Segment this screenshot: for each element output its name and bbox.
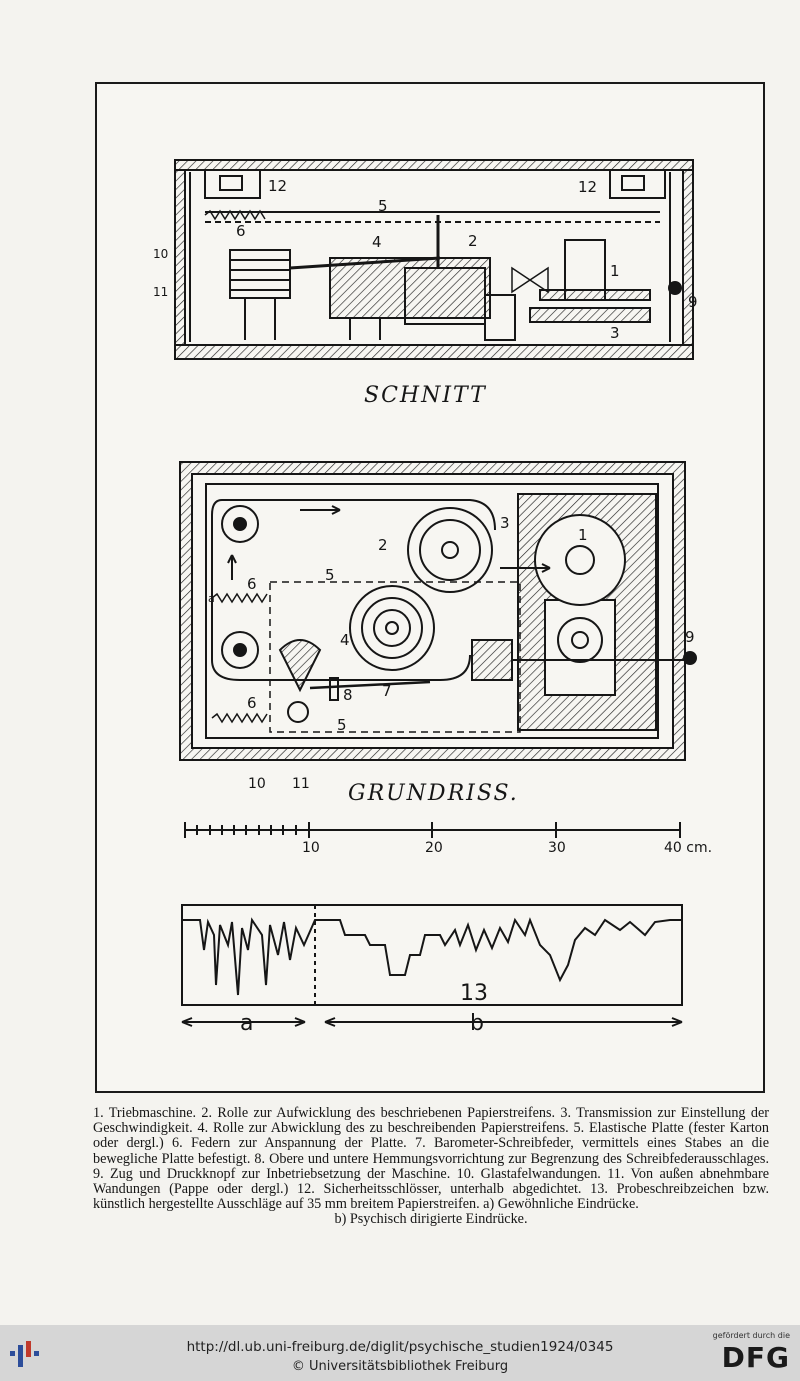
label-10-section: 10 xyxy=(153,247,168,261)
label-a-spring: a xyxy=(208,592,215,605)
label-3-section: 3 xyxy=(610,324,620,342)
label-11-plan: 11 xyxy=(292,776,310,792)
label-6-plan-bottom: 6 xyxy=(247,694,257,712)
copyright-text: © Universitätsbibliothek Freiburg xyxy=(291,1359,509,1374)
library-logo-icon xyxy=(10,1341,39,1367)
dfg-logo: DFG xyxy=(721,1341,790,1374)
funding-text: gefördert durch die xyxy=(712,1331,790,1340)
label-5-plan-bottom: 5 xyxy=(337,716,347,734)
plan-title: GRUNDRISS. xyxy=(348,781,519,806)
label-4-section: 4 xyxy=(372,233,382,251)
label-1-plan: 1 xyxy=(578,526,588,544)
label-1-section: 1 xyxy=(610,262,620,280)
label-7-plan: 7 xyxy=(382,682,392,700)
source-url-link[interactable]: http://dl.ub.uni-freiburg.de/diglit/psyc… xyxy=(186,1339,614,1355)
label-2-section: 2 xyxy=(468,232,478,250)
label-5-section: 5 xyxy=(378,197,388,215)
figure-caption: 1. Triebmaschine. 2. Rolle zur Aufwicklu… xyxy=(93,1105,769,1228)
caption-text: 1. Triebmaschine. 2. Rolle zur Aufwicklu… xyxy=(93,1105,769,1213)
scale-20: 20 xyxy=(425,840,443,856)
scale-10: 10 xyxy=(302,840,320,856)
plan-view xyxy=(179,461,697,761)
label-6-plan-top: 6 xyxy=(247,575,257,593)
label-12-left: 12 xyxy=(268,177,287,195)
label-4-plan: 4 xyxy=(340,631,350,649)
caption-last-line: b) Psychisch dirigierte Eindrücke. xyxy=(334,1211,528,1228)
footer-bar: http://dl.ub.uni-freiburg.de/diglit/psyc… xyxy=(0,1325,800,1381)
section-title: SCHNITT xyxy=(364,383,487,408)
scale-30: 30 xyxy=(548,840,566,856)
label-a-sample: a xyxy=(240,1011,253,1036)
sample-strip xyxy=(181,904,683,1027)
label-9-plan: 9 xyxy=(685,628,695,646)
label-2-plan: 2 xyxy=(378,536,388,554)
section-view xyxy=(174,159,694,360)
label-3-plan: 3 xyxy=(500,514,510,532)
label-5-plan-top: 5 xyxy=(325,566,335,584)
technical-drawing: 12 12 5 6 4 2 1 3 9 10 11 SCHNITT xyxy=(153,159,712,1036)
label-10-plan: 10 xyxy=(248,776,266,792)
label-11-section: 11 xyxy=(153,285,168,299)
label-6-section: 6 xyxy=(236,222,246,240)
label-8-plan: 8 xyxy=(343,686,353,704)
label-12-right: 12 xyxy=(578,178,597,196)
scale-40: 40 cm. xyxy=(664,840,712,856)
label-b-sample: b xyxy=(470,1011,484,1036)
label-9-section: 9 xyxy=(688,293,698,311)
label-13: 13 xyxy=(460,981,488,1006)
scale-bar xyxy=(184,822,681,838)
